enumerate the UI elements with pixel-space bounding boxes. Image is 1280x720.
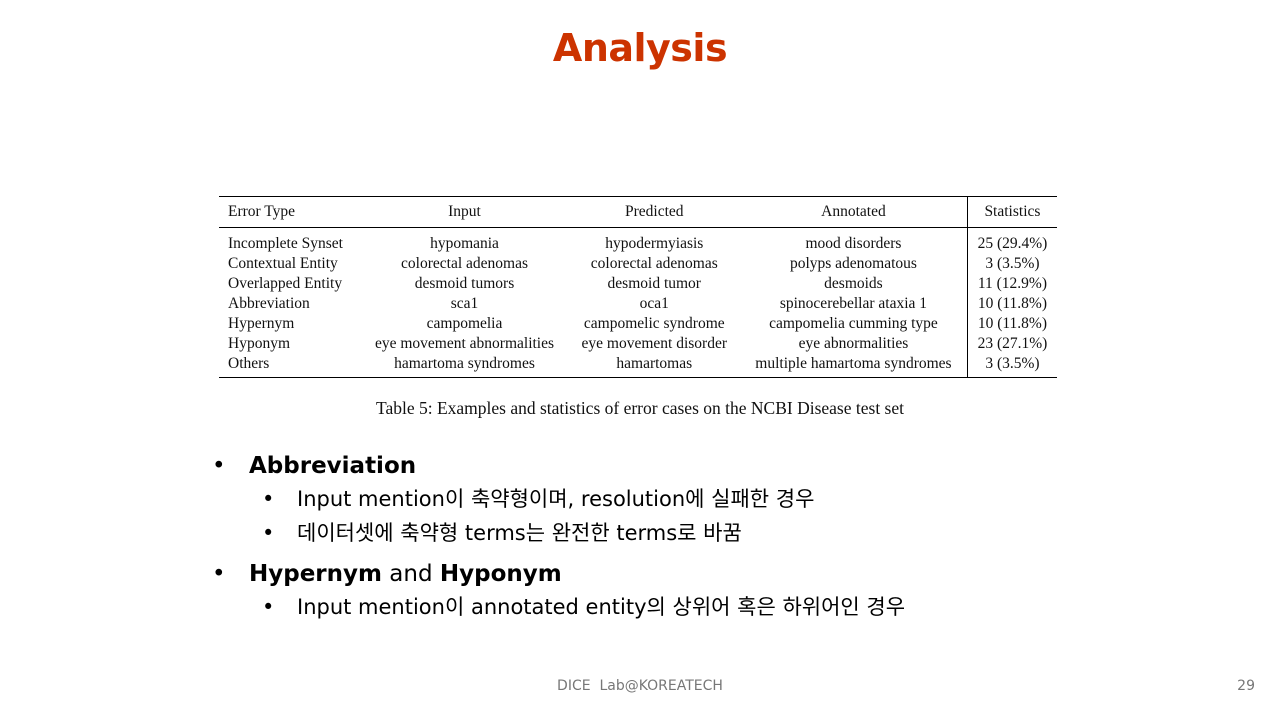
cell-error-type: Abbreviation: [228, 295, 310, 312]
cell-statistics: 10 (11.8%): [966, 294, 1057, 314]
sub-bullet-text: Input mention이 축약형이며, resolution에 실패한 경우: [297, 487, 815, 511]
sub-bullet: • Input mention이 annotated entity의 상위어 혹…: [212, 590, 1212, 624]
bullet-heading-hypernym: Hypernym: [249, 561, 382, 587]
cell-input: eye movement abnormalities: [374, 335, 555, 352]
bullet-dot-icon: •: [262, 521, 275, 545]
cell-annotated: campomelia cumming type: [769, 315, 938, 332]
cell-input: colorectal adenomas: [401, 255, 528, 272]
bullet-dot-icon: •: [262, 487, 275, 511]
cell-error-type: Overlapped Entity: [228, 275, 343, 292]
bullet-list: • Abbreviation • Input mention이 축약형이며, r…: [212, 450, 1212, 624]
header-predicted: Predicted: [625, 203, 684, 220]
cell-predicted: hypodermyiasis: [605, 235, 704, 252]
table-row: Overlapped Entity desmoid tumors desmoid…: [219, 274, 1057, 294]
sub-bullet: • 데이터셋에 축약형 terms는 완전한 terms로 바꿈: [212, 516, 1212, 550]
sub-bullet-text: 데이터셋에 축약형 terms는 완전한 terms로 바꿈: [297, 521, 742, 545]
cell-input: desmoid tumors: [414, 275, 515, 292]
cell-predicted: desmoid tumor: [607, 275, 701, 292]
cell-statistics: 10 (11.8%): [966, 314, 1057, 334]
error-table: Error Type Input Predicted Annotated Sta…: [219, 196, 1057, 378]
cell-annotated: mood disorders: [805, 235, 902, 252]
bullet-heading: Abbreviation: [249, 453, 417, 479]
cell-annotated: desmoids: [824, 275, 883, 292]
table-header-row: Error Type Input Predicted Annotated Sta…: [219, 196, 1057, 228]
cell-error-type: Hyponym: [228, 335, 290, 352]
table-row: Abbreviation sca1 oca1 spinocerebellar a…: [219, 294, 1057, 314]
page-number: 29: [1237, 678, 1255, 694]
header-input: Input: [448, 203, 481, 220]
cell-predicted: oca1: [639, 295, 669, 312]
cell-predicted: campomelic syndrome: [583, 315, 725, 332]
cell-error-type: Contextual Entity: [228, 255, 338, 272]
cell-annotated: polyps adenomatous: [789, 255, 917, 272]
cell-annotated: eye abnormalities: [798, 335, 909, 352]
bullet-heading-hyponym: Hyponym: [439, 561, 562, 587]
cell-statistics: 23 (27.1%): [966, 334, 1057, 354]
header-error-type: Error Type: [228, 203, 296, 220]
cell-predicted: eye movement disorder: [581, 335, 728, 352]
sub-bullet: • Input mention이 축약형이며, resolution에 실패한 …: [212, 482, 1212, 516]
table-caption: Table 5: Examples and statistics of erro…: [375, 398, 904, 418]
cell-statistics: 3 (3.5%): [966, 354, 1057, 378]
cell-input: campomelia: [426, 315, 503, 332]
sub-bullet-text: Input mention이 annotated entity의 상위어 혹은 …: [297, 595, 906, 619]
bullet-dot-icon: •: [262, 595, 275, 619]
cell-predicted: colorectal adenomas: [590, 255, 718, 272]
cell-annotated: spinocerebellar ataxia 1: [779, 295, 928, 312]
error-table-container: Error Type Input Predicted Annotated Sta…: [219, 196, 1057, 378]
cell-error-type: Incomplete Synset: [228, 235, 343, 252]
cell-predicted: hamartomas: [616, 355, 693, 372]
table-row: Contextual Entity colorectal adenomas co…: [219, 254, 1057, 274]
header-annotated: Annotated: [821, 203, 886, 220]
bullet-heading-and: and: [381, 561, 440, 587]
bullet-dot-icon: •: [212, 561, 226, 587]
cell-statistics: 3 (3.5%): [966, 254, 1057, 274]
bullet-abbreviation: • Abbreviation: [212, 450, 1212, 482]
bullet-hypernym-hyponym: • Hypernym and Hyponym: [212, 558, 1212, 590]
table-row: Hyponym eye movement abnormalities eye m…: [219, 334, 1057, 354]
cell-error-type: Others: [228, 355, 270, 372]
slide-title: Analysis: [552, 26, 728, 70]
cell-annotated: multiple hamartoma syndromes: [755, 355, 952, 372]
header-statistics: Statistics: [966, 196, 1057, 228]
table-row: Incomplete Synset hypomania hypodermyias…: [219, 227, 1057, 254]
cell-input: sca1: [450, 295, 479, 312]
cell-statistics: 11 (12.9%): [966, 274, 1057, 294]
bullet-dot-icon: •: [212, 453, 226, 479]
cell-input: hamartoma syndromes: [394, 355, 535, 372]
table-row: Others hamartoma syndromes hamartomas mu…: [219, 354, 1057, 378]
cell-input: hypomania: [430, 235, 499, 252]
slide-footer: DICE Lab@KOREATECH: [557, 678, 723, 694]
cell-error-type: Hypernym: [228, 315, 295, 332]
table-row: Hypernym campomelia campomelic syndrome …: [219, 314, 1057, 334]
cell-statistics: 25 (29.4%): [966, 227, 1057, 254]
